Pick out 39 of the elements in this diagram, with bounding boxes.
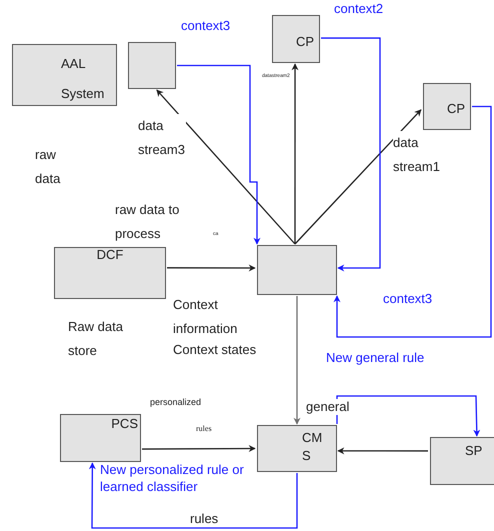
process-box [423,83,471,130]
arrow [156,89,296,244]
text-label: New personalized rule or learned classifier [100,461,245,495]
arrow [294,109,422,244]
empty-box [128,42,176,89]
text-label: rules [190,510,218,528]
node-label: PCS [111,417,138,432]
arrow [336,395,480,437]
node-label: CM S [302,429,324,465]
arrow [292,63,299,244]
node-label: SP [465,444,484,458]
arrow [334,106,492,338]
arrow [167,264,256,272]
text-label: Context states [173,341,256,359]
text-label: personalized [150,398,202,408]
process-box [430,437,494,485]
process-box [257,425,337,472]
node-label: CP [446,102,465,116]
text-label: Raw data store [68,318,124,360]
arrow [337,447,428,454]
text-label: raw data to process [115,201,180,243]
process-box [54,247,166,299]
text-label: New general rule [326,349,424,367]
arrow [88,462,298,529]
process-box [272,15,320,63]
node-label: AAL System [61,55,106,103]
edge-label: rules [196,425,212,434]
process-box [12,44,117,106]
text-label: Context information [173,296,238,338]
empty-box [257,245,337,295]
arrow [177,64,260,245]
arrow [321,37,381,272]
node-label: DCF [96,248,124,262]
arrow [142,445,256,452]
text-label: raw data [35,146,62,188]
arrow [294,296,300,425]
text-label: general [306,399,350,415]
node-label: CP [296,35,314,50]
process-box [60,414,141,462]
